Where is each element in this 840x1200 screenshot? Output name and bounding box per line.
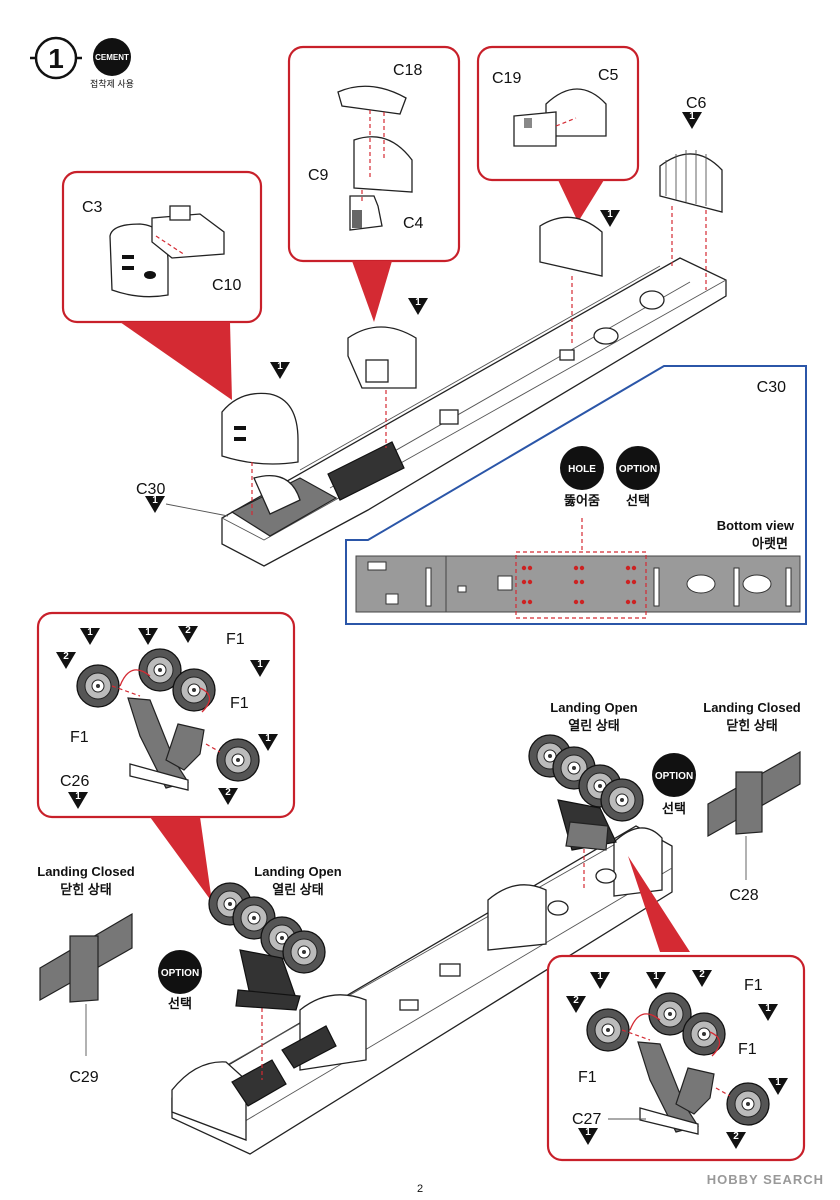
part-label-c30: C30 (136, 481, 165, 498)
cement-label: CEMENT (95, 53, 129, 62)
svg-text:1: 1 (585, 1127, 591, 1138)
step-number: 1 (48, 43, 64, 74)
svg-text:1: 1 (689, 111, 695, 122)
part-label-c18: C18 (393, 62, 422, 79)
bottom-view-title-kr: 아랫면 (752, 536, 788, 551)
rear-closed-title-kr: 닫힌 상태 (726, 718, 777, 733)
svg-text:2: 2 (573, 995, 579, 1006)
rear-gear-open: Landing Open 열린 상태 OPTION 선택 Landing Clo… (528, 700, 801, 904)
part-label-f1-a: F1 (226, 631, 245, 648)
svg-text:1: 1 (597, 971, 603, 982)
bottom-view-panel: C30 HOLE 뚫어줌 OPTION 선택 Bottom view 아랫면 (345, 365, 807, 625)
svg-text:1: 1 (653, 971, 659, 982)
lower-hull-assembly (171, 825, 673, 1155)
svg-text:1: 1 (152, 495, 158, 506)
cement-caption: 접착제 사용 (90, 78, 134, 89)
part-label-f1-c: F1 (230, 695, 249, 712)
part-label-c9: C9 (308, 167, 329, 184)
front-open-title: Landing Open (254, 864, 341, 879)
bottom-view-c30-label: C30 (757, 379, 786, 396)
part-label-c28: C28 (729, 887, 758, 904)
rear-option-icon (652, 753, 696, 797)
cement-icon (93, 38, 131, 76)
svg-text:2: 2 (185, 625, 191, 636)
callout-c18-c9-c4: C18 C9 C4 (287, 45, 461, 322)
part-label-f1-d: F1 (744, 977, 763, 994)
hole-icon (560, 446, 604, 490)
svg-text:1: 1 (145, 627, 151, 638)
part-label-f1-e: F1 (578, 1069, 597, 1086)
option-icon (616, 446, 660, 490)
part-label-f1-b: F1 (70, 729, 89, 746)
callout-c27-wheels: 1 2 1 2 1 1 2 1 F1 F1 F1 C27 (546, 856, 806, 1162)
bottom-option-label: OPTION (619, 464, 657, 475)
part-label-c26: C26 (60, 773, 89, 790)
bottom-option-caption: 선택 (626, 493, 650, 508)
callout-c19-c5: C19 C5 (476, 45, 640, 222)
part-label-c6: C6 (686, 95, 707, 112)
hole-caption: 뚫어줌 (564, 493, 600, 508)
bottom-view-title: Bottom view (717, 518, 795, 533)
front-option-caption: 선택 (168, 996, 192, 1011)
rear-closed-title: Landing Closed (703, 700, 801, 715)
svg-text:2: 2 (225, 787, 231, 798)
svg-text:2: 2 (733, 1131, 739, 1142)
part-label-c27: C27 (572, 1111, 601, 1128)
front-option-icon (158, 950, 202, 994)
part-label-f1-f: F1 (738, 1041, 757, 1058)
rear-open-title: Landing Open (550, 700, 637, 715)
svg-text:1: 1 (265, 733, 271, 744)
part-label-c29: C29 (69, 1069, 98, 1086)
part-label-c19: C19 (492, 70, 521, 87)
front-closed-title-kr: 닫힌 상태 (60, 882, 111, 897)
rear-option-label: OPTION (655, 771, 693, 782)
front-gear-open: Landing Open 열린 상태 OPTION 선택 Landing Clo… (37, 864, 341, 1086)
front-closed-title: Landing Closed (37, 864, 135, 879)
front-option-label: OPTION (161, 968, 199, 979)
svg-text:1: 1 (765, 1003, 771, 1014)
svg-text:1: 1 (87, 627, 93, 638)
watermark: HOBBY SEARCH (707, 1172, 824, 1187)
part-label-c3: C3 (82, 199, 103, 216)
svg-text:1: 1 (415, 297, 421, 308)
hole-label: HOLE (568, 464, 596, 475)
step-header: 1 CEMENT 접착제 사용 (30, 36, 134, 89)
upper-floor-assembly: 1 1 1 1 1 C6 C30 (136, 95, 727, 567)
svg-text:1: 1 (607, 209, 613, 220)
front-open-title-kr: 열린 상태 (272, 882, 323, 897)
callout-c26-wheels: 1 2 1 2 1 1 2 1 F1 F1 F1 C26 (36, 611, 296, 902)
callout-c3-c10: C3 C10 (61, 170, 263, 400)
svg-text:2: 2 (63, 651, 69, 662)
svg-text:1: 1 (775, 1077, 781, 1088)
part-label-c4: C4 (403, 215, 424, 232)
rear-open-title-kr: 열린 상태 (568, 718, 619, 733)
svg-text:1: 1 (257, 659, 263, 670)
rear-option-caption: 선택 (662, 801, 686, 816)
part-label-c5: C5 (598, 67, 619, 84)
svg-text:1: 1 (277, 361, 283, 372)
svg-text:1: 1 (75, 791, 81, 802)
svg-text:2: 2 (699, 969, 705, 980)
part-label-c10: C10 (212, 277, 241, 294)
page-number: 2 (417, 1183, 423, 1195)
